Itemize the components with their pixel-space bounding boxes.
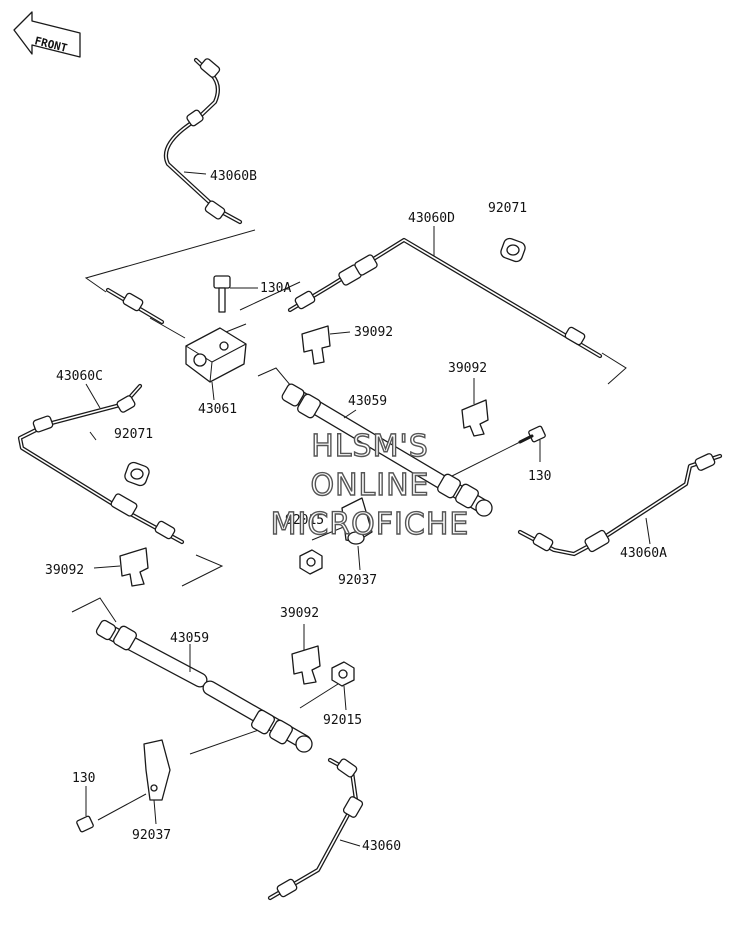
- clip-39092-d: [291, 624, 321, 685]
- label-39092-a: 39092: [354, 325, 393, 340]
- label-43060D: 43060D: [408, 211, 455, 226]
- nut-92015-mid: [299, 549, 323, 575]
- label-92071-left: 92071: [114, 427, 153, 442]
- brake-pipe-43060: [267, 757, 364, 901]
- clip-39092-a: [301, 325, 351, 365]
- brake-hose-43059-lower: [95, 619, 313, 753]
- label-43060B: 43060B: [210, 169, 257, 184]
- grommet-92071-left: [124, 461, 150, 487]
- label-130A: 130A: [260, 281, 291, 296]
- label-92015-bottom: 92015: [323, 713, 362, 728]
- brake-pipe-43060C: [17, 383, 185, 545]
- label-43060A: 43060A: [620, 546, 667, 561]
- bolt-130-bottom: [76, 786, 94, 833]
- brake-pipe-43060B: [163, 57, 243, 225]
- bolt-130-right: [518, 425, 546, 462]
- bracket-92037-bottom: [143, 739, 171, 825]
- label-43060: 43060: [362, 839, 401, 854]
- clip-39092-b: [461, 378, 489, 437]
- label-43059-bottom: 43059: [170, 631, 209, 646]
- watermark-line-1: HLSM'S: [311, 429, 429, 464]
- label-43059-top: 43059: [348, 394, 387, 409]
- label-43060C: 43060C: [56, 369, 103, 384]
- grommet-92071-top: [500, 237, 526, 263]
- label-92015-mid: 92015: [285, 513, 324, 528]
- bracket-92037-mid: [341, 497, 373, 571]
- assembly-guide-lines: [71, 229, 627, 821]
- brake-pipe-43060A: [517, 453, 723, 557]
- label-130-right: 130: [528, 469, 551, 484]
- nut-92015-bottom: [331, 661, 355, 711]
- clip-39092-c: [93, 547, 149, 587]
- brake-hose-43059-upper: [281, 383, 493, 517]
- pipe-end-fitting-left: [105, 287, 165, 325]
- label-92037-bottom: 92037: [132, 828, 171, 843]
- label-92037-mid: 92037: [338, 573, 377, 588]
- label-43061: 43061: [198, 402, 237, 417]
- brake-pipe-43060D: [287, 226, 603, 359]
- bolt-130A: [213, 275, 258, 313]
- label-92071-top: 92071: [488, 201, 527, 216]
- label-39092-d: 39092: [280, 606, 319, 621]
- watermark-line-3: MICROFICHE: [271, 507, 470, 542]
- label-39092-c: 39092: [45, 563, 84, 578]
- watermark: HLSM'S ONLINE MICROFICHE: [270, 428, 470, 542]
- brake-joint-43061: [185, 327, 247, 401]
- label-130-bottom: 130: [72, 771, 95, 786]
- front-direction-arrow: FRONT: [13, 11, 81, 58]
- watermark-line-2: ONLINE: [310, 468, 429, 503]
- label-39092-b: 39092: [448, 361, 487, 376]
